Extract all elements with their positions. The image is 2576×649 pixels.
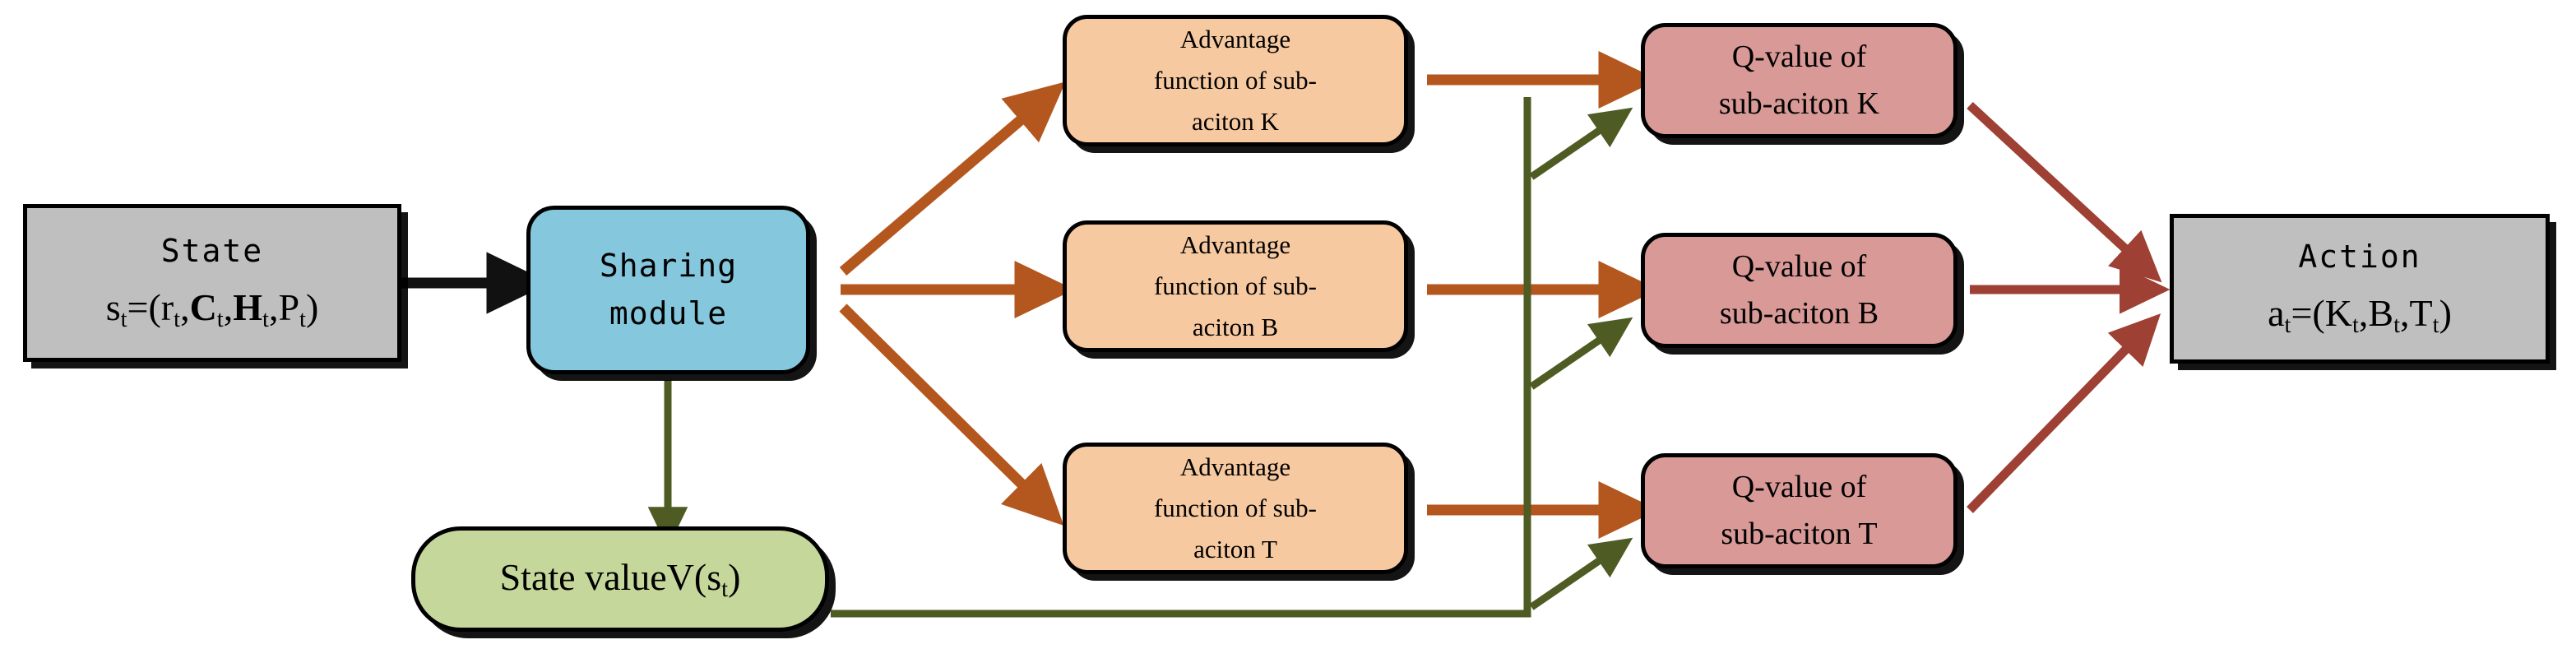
edge-state-value-to-qvalue-k bbox=[1529, 107, 1633, 180]
node-state[interactable]: State st=(rt,Ct,Ht,Pt) bbox=[23, 204, 401, 362]
qvalue-t-line-2: sub-aciton T bbox=[1721, 517, 1878, 551]
advantage-b-line-1: Advantage bbox=[1179, 229, 1291, 259]
node-action[interactable]: Action at=(Kt,Bt,Tt) bbox=[2170, 214, 2550, 364]
state-value-text: State valueV(st) bbox=[499, 556, 741, 603]
node-sharing-module[interactable]: Sharing module bbox=[526, 206, 810, 374]
advantage-b-line-3: aciton B bbox=[1192, 313, 1279, 342]
edge-qvalue-k-to-action bbox=[1967, 101, 2162, 283]
advantage-t-line-1: Advantage bbox=[1179, 452, 1291, 481]
advantage-b-line-2: function of sub- bbox=[1153, 271, 1318, 300]
qvalue-b-line-2: sub-aciton B bbox=[1719, 296, 1879, 331]
sharing-line-2: module bbox=[609, 294, 728, 331]
advantage-t-line-2: function of sub- bbox=[1153, 493, 1318, 522]
node-advantage-k[interactable]: Advantage function of sub- aciton K bbox=[1063, 15, 1408, 146]
sharing-line-1: Sharing bbox=[599, 248, 738, 285]
advantage-k-line-3: aciton K bbox=[1192, 107, 1279, 137]
qvalue-b-line-1: Q-value of bbox=[1731, 248, 1867, 284]
node-qvalue-b[interactable]: Q-value of sub-aciton B bbox=[1641, 233, 1957, 348]
action-title: Action bbox=[2298, 238, 2421, 275]
node-advantage-b[interactable]: Advantage function of sub- aciton B bbox=[1063, 220, 1408, 352]
qvalue-k-line-1: Q-value of bbox=[1731, 39, 1867, 74]
advantage-k-line-1: Advantage bbox=[1179, 24, 1291, 53]
node-qvalue-t[interactable]: Q-value of sub-aciton T bbox=[1641, 453, 1957, 568]
node-state-value[interactable]: State valueV(st) bbox=[411, 526, 829, 632]
node-qvalue-k[interactable]: Q-value of sub-aciton K bbox=[1641, 23, 1957, 138]
qvalue-t-line-1: Q-value of bbox=[1731, 469, 1867, 504]
edge-state-value-bus bbox=[831, 97, 1531, 618]
node-advantage-t[interactable]: Advantage function of sub- aciton T bbox=[1063, 443, 1408, 574]
edge-state-value-to-qvalue-t bbox=[1529, 537, 1633, 610]
advantage-k-line-2: function of sub- bbox=[1153, 65, 1318, 95]
edge-sharing-to-advantage-t bbox=[839, 304, 1064, 526]
advantage-t-line-3: aciton T bbox=[1193, 535, 1277, 564]
state-title: State bbox=[160, 232, 264, 269]
edge-sharing-to-advantage-k bbox=[839, 81, 1066, 276]
action-formula: at=(Kt,Bt,Tt) bbox=[2268, 292, 2452, 339]
qvalue-k-line-2: sub-aciton K bbox=[1718, 86, 1880, 121]
state-formula: st=(rt,Ct,Ht,Pt) bbox=[105, 286, 319, 333]
edge-qvalue-t-to-action bbox=[1967, 313, 2161, 513]
edge-state-value-to-qvalue-b bbox=[1529, 317, 1633, 390]
